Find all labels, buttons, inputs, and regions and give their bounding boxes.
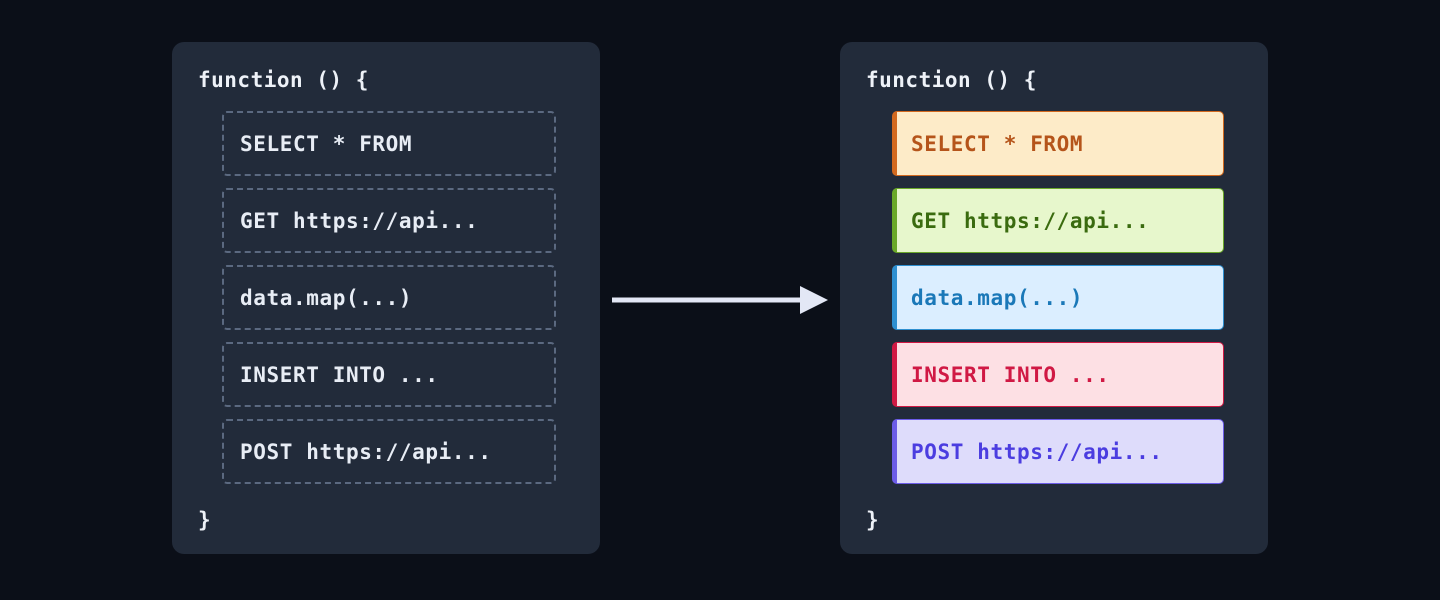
after-function-open-line: function () {	[866, 68, 1037, 92]
before-block-label: POST https://api...	[240, 439, 492, 464]
before-function-open-line: function () {	[198, 68, 369, 92]
after-block-label: GET https://api...	[911, 208, 1150, 233]
after-block-label: POST https://api...	[911, 439, 1163, 464]
after-block-item-sql-insert[interactable]: INSERT INTO ...	[892, 342, 1224, 407]
after-block-item-http-post[interactable]: POST https://api...	[892, 419, 1224, 484]
before-code-panel: function () { SELECT * FROM GET https://…	[172, 42, 600, 554]
after-panel-spacer	[866, 496, 1242, 510]
before-block-item: data.map(...)	[222, 265, 556, 330]
before-block-list: SELECT * FROM GET https://api... data.ma…	[198, 111, 574, 484]
before-panel-spacer	[198, 496, 574, 510]
before-block-label: data.map(...)	[240, 285, 413, 310]
after-block-item-sql-select[interactable]: SELECT * FROM	[892, 111, 1224, 176]
before-block-label: SELECT * FROM	[240, 131, 413, 156]
transformation-arrow	[612, 282, 828, 318]
before-block-item: GET https://api...	[222, 188, 556, 253]
before-block-item: POST https://api...	[222, 419, 556, 484]
before-block-label: INSERT INTO ...	[240, 362, 439, 387]
before-block-item: SELECT * FROM	[222, 111, 556, 176]
after-block-label: data.map(...)	[911, 285, 1084, 310]
after-block-list: SELECT * FROM GET https://api... data.ma…	[866, 111, 1242, 484]
arrow-right-icon	[612, 286, 828, 314]
after-block-label: INSERT INTO ...	[911, 362, 1110, 387]
after-function-close-line: }	[866, 508, 880, 532]
before-block-item: INSERT INTO ...	[222, 342, 556, 407]
after-block-label: SELECT * FROM	[911, 131, 1084, 156]
after-block-item-http-get[interactable]: GET https://api...	[892, 188, 1224, 253]
before-function-close-line: }	[198, 508, 212, 532]
before-block-label: GET https://api...	[240, 208, 479, 233]
after-code-panel: function () { SELECT * FROM GET https://…	[840, 42, 1268, 554]
after-block-item-js-map[interactable]: data.map(...)	[892, 265, 1224, 330]
